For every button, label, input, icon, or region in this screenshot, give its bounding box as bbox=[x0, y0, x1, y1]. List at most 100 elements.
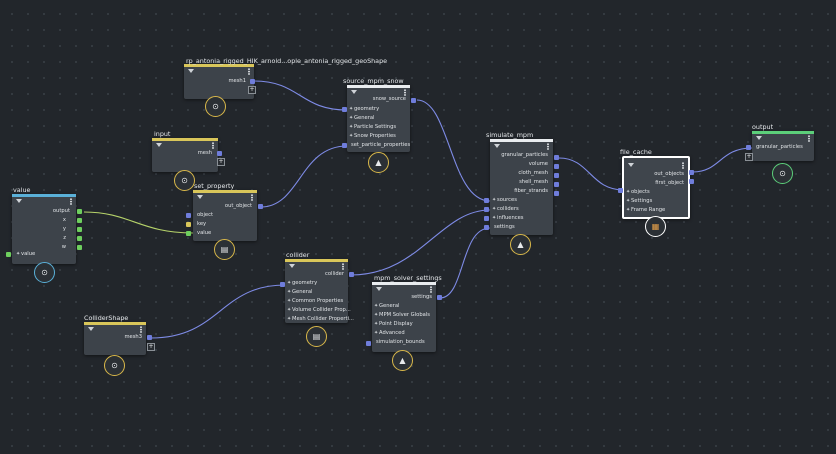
node-menu-icon[interactable] bbox=[682, 162, 684, 169]
input-port-set-particle-properties[interactable] bbox=[342, 143, 347, 148]
section-general[interactable]: General bbox=[292, 289, 313, 295]
input-port-simulation-bounds[interactable] bbox=[366, 341, 371, 346]
wire-geo-to-snow[interactable] bbox=[253, 80, 348, 111]
node-input[interactable]: mesh bbox=[152, 138, 218, 172]
node-preview-toggle[interactable]: ⊙ bbox=[205, 96, 226, 117]
chevron-down-icon[interactable] bbox=[197, 195, 203, 199]
chevron-down-icon[interactable] bbox=[351, 90, 357, 94]
add-port-button[interactable]: + bbox=[147, 343, 155, 351]
node-simulate-mpm[interactable]: granular_particles volume cloth_mesh she… bbox=[490, 139, 553, 235]
node-preview-toggle[interactable]: ▤ bbox=[214, 239, 235, 260]
node-preview-toggle[interactable]: ▲ bbox=[368, 152, 389, 173]
node-menu-icon[interactable] bbox=[430, 286, 432, 293]
node-preview-toggle[interactable]: ⊙ bbox=[34, 262, 55, 283]
node-collider[interactable]: collider ✦ geometry ✦ General ✦ Common P… bbox=[285, 259, 354, 323]
node-menu-icon[interactable] bbox=[547, 143, 549, 150]
node-preview-toggle[interactable]: ▲ bbox=[392, 350, 413, 371]
node-value[interactable]: output x y z w ✦ value bbox=[12, 194, 76, 264]
node-geo-shape[interactable]: mesh1 bbox=[184, 64, 254, 99]
node-mpm-solver-settings[interactable]: settings ✦ General ✦ MPM Solver Globals … bbox=[372, 282, 436, 352]
section-settings[interactable]: Settings bbox=[631, 198, 653, 204]
chevron-down-icon[interactable] bbox=[88, 327, 94, 331]
output-port-mesh[interactable] bbox=[217, 151, 222, 156]
node-preview-toggle[interactable]: ⊙ bbox=[772, 163, 793, 184]
node-menu-icon[interactable] bbox=[808, 135, 810, 142]
node-file-cache[interactable]: out_objects first_object ✦ objects ✦ Set… bbox=[622, 156, 690, 219]
node-menu-icon[interactable] bbox=[212, 142, 214, 149]
node-collider-shape[interactable]: mesh3 bbox=[84, 322, 146, 355]
section-advanced[interactable]: Advanced bbox=[379, 330, 405, 336]
input-port-geometry[interactable] bbox=[280, 282, 285, 287]
node-menu-icon[interactable] bbox=[140, 326, 142, 333]
section-particle-settings[interactable]: Particle Settings bbox=[354, 124, 397, 130]
output-port-mesh1[interactable] bbox=[250, 79, 255, 84]
output-port-shell-mesh[interactable] bbox=[554, 182, 559, 187]
wire-settings-to-simulate[interactable] bbox=[439, 227, 491, 299]
node-menu-icon[interactable] bbox=[70, 198, 72, 205]
chevron-down-icon[interactable] bbox=[156, 143, 162, 147]
node-menu-icon[interactable] bbox=[404, 89, 406, 96]
node-preview-toggle[interactable]: ⊙ bbox=[104, 355, 125, 376]
wire-shape-to-collider[interactable] bbox=[150, 284, 286, 339]
section-general[interactable]: General bbox=[379, 303, 400, 309]
section-snow-properties[interactable]: Snow Properties bbox=[354, 133, 396, 139]
output-port-collider[interactable] bbox=[349, 272, 354, 277]
input-port-objects[interactable] bbox=[618, 188, 623, 193]
output-port-mesh3[interactable] bbox=[147, 335, 152, 340]
output-port-first-object[interactable] bbox=[689, 179, 694, 184]
chevron-down-icon[interactable] bbox=[494, 144, 500, 148]
output-port-cloth-mesh[interactable] bbox=[554, 173, 559, 178]
node-preview-toggle[interactable]: ▤ bbox=[306, 326, 327, 347]
input-port-sources[interactable] bbox=[484, 198, 489, 203]
input-port-value[interactable] bbox=[6, 252, 11, 257]
section-point-display[interactable]: Point Display bbox=[379, 321, 413, 327]
node-set-property[interactable]: out_object object key value bbox=[193, 190, 257, 241]
output-port-output[interactable] bbox=[77, 209, 82, 214]
input-port-value[interactable] bbox=[186, 231, 191, 236]
chevron-down-icon[interactable] bbox=[628, 163, 634, 167]
node-output[interactable]: granular_particles bbox=[752, 131, 814, 161]
output-port-y[interactable] bbox=[77, 227, 82, 232]
wire-cache-to-output[interactable] bbox=[692, 147, 753, 173]
output-port-out-object[interactable] bbox=[258, 204, 263, 209]
output-port-out-objects[interactable] bbox=[689, 170, 694, 175]
chevron-down-icon[interactable] bbox=[16, 199, 22, 203]
node-preview-toggle[interactable]: ▲ bbox=[510, 234, 531, 255]
output-port-z[interactable] bbox=[77, 236, 82, 241]
node-source-mpm-snow[interactable]: snow_source ✦ geometry ✦ General ✦ Parti… bbox=[347, 85, 410, 152]
section-mpm-solver-globals[interactable]: MPM Solver Globals bbox=[379, 312, 430, 318]
input-port-settings[interactable] bbox=[484, 225, 489, 230]
output-port-snow-source[interactable] bbox=[411, 98, 416, 103]
input-port-granular-particles[interactable] bbox=[746, 145, 751, 150]
output-port-settings[interactable] bbox=[437, 295, 442, 300]
output-port-x[interactable] bbox=[77, 218, 82, 223]
input-port-key[interactable] bbox=[186, 222, 191, 227]
add-port-button[interactable]: + bbox=[217, 158, 225, 166]
output-port-granular-particles[interactable] bbox=[554, 155, 559, 160]
input-port-colliders[interactable] bbox=[484, 207, 489, 212]
output-port-fiber-strands[interactable] bbox=[554, 191, 559, 196]
node-menu-icon[interactable] bbox=[342, 263, 344, 270]
node-menu-icon[interactable] bbox=[248, 68, 250, 75]
input-port-object[interactable] bbox=[186, 213, 191, 218]
chevron-down-icon[interactable] bbox=[188, 69, 194, 73]
section-volume-collider-properties[interactable]: Volume Collider Prop... bbox=[292, 307, 351, 313]
output-port-w[interactable] bbox=[77, 245, 82, 250]
wire-collider-to-simulate[interactable] bbox=[350, 209, 491, 276]
section-common-properties[interactable]: Common Properties bbox=[292, 298, 344, 304]
chevron-down-icon[interactable] bbox=[756, 136, 762, 140]
node-preview-toggle[interactable]: ⊙ bbox=[174, 170, 195, 191]
add-port-button[interactable]: + bbox=[745, 153, 753, 161]
wire-snow-to-simulate[interactable] bbox=[416, 99, 491, 202]
chevron-down-icon[interactable] bbox=[376, 287, 382, 291]
input-port-geometry[interactable] bbox=[342, 107, 347, 112]
input-port-influences[interactable] bbox=[484, 216, 489, 221]
section-general[interactable]: General bbox=[354, 115, 375, 121]
wire-setprop-to-snow[interactable] bbox=[260, 145, 348, 208]
output-port-volume[interactable] bbox=[554, 164, 559, 169]
wire-value-to-setprop[interactable] bbox=[83, 211, 194, 234]
section-frame-range[interactable]: Frame Range bbox=[631, 207, 666, 213]
node-menu-icon[interactable] bbox=[251, 194, 253, 201]
section-mesh-collider-properties[interactable]: Mesh Collider Properti... bbox=[292, 316, 354, 322]
node-preview-toggle[interactable]: ▦ bbox=[645, 216, 666, 237]
